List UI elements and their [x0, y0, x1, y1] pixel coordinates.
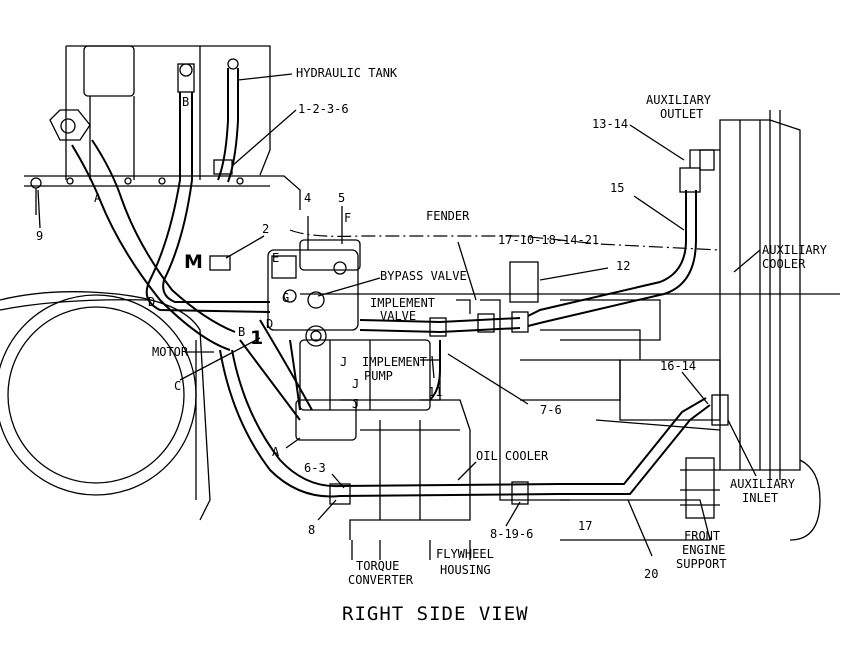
tag-e: E [272, 251, 279, 265]
label-flywheel-housing-2: HOUSING [440, 563, 491, 577]
tag-j-1: J [340, 355, 347, 369]
label-implement-pump-2: PUMP [364, 369, 393, 383]
label-ref-5: 5 [338, 191, 345, 205]
hydraulic-tank-shape [65, 45, 271, 180]
label-ref-12: 12 [616, 259, 630, 273]
label-ref-17: 17 [578, 519, 592, 533]
label-hydraulic-tank: HYDRAULIC TANK [296, 66, 398, 80]
tag-d-mid: D [266, 317, 273, 331]
tag-b-mid: B [238, 325, 245, 339]
label-ref-8: 8 [308, 523, 315, 537]
tag-1: 1 [250, 327, 263, 349]
label-ref-1-2-3-6: 1-2-3-6 [298, 102, 349, 116]
label-implement-pump-1: IMPLEMENT [362, 355, 427, 369]
bracket-2 [209, 255, 231, 271]
label-ref-9: 9 [36, 229, 43, 243]
label-bypass-valve: BYPASS VALVE [380, 269, 467, 283]
label-ref-4: 4 [304, 191, 311, 205]
label-ref-6-3: 6-3 [304, 461, 326, 475]
body-outline [300, 293, 840, 560]
hose-a [49, 109, 236, 351]
hose-15 [527, 149, 720, 327]
label-auxiliary-outlet-1: AUXILIARY [646, 93, 712, 107]
tag-b-top: B [182, 95, 189, 109]
label-ref-13-14: 13-14 [592, 117, 628, 131]
clip-1-2-3-6 [213, 159, 233, 175]
label-ref-2: 2 [262, 222, 269, 236]
frame-rail [24, 175, 301, 215]
tag-g: G [282, 291, 289, 305]
implement-valve-block [267, 239, 361, 347]
label-ref-7-6: 7-6 [540, 403, 562, 417]
fender-line [289, 229, 721, 251]
label-ref-c: C [174, 379, 181, 393]
hose-b [145, 63, 271, 313]
label-ref-f: F [344, 211, 351, 225]
label-oil-cooler: OIL COOLER [476, 449, 549, 463]
label-ref-11: 11 [428, 385, 442, 399]
motor-wheel [0, 291, 211, 521]
label-ref-17-10-18-14-21: 17-10-18-14-21 [498, 233, 599, 247]
label-ref-a-low: A [272, 445, 280, 459]
bracket-12 [509, 261, 539, 303]
tag-j-2: J [352, 377, 359, 391]
implement-pump-block [295, 339, 441, 441]
valve-to-pump-lines [359, 299, 529, 401]
label-auxiliary-inlet-2: INLET [742, 491, 778, 505]
label-flywheel-housing-1: FLYWHEEL [436, 547, 494, 561]
label-ref-m: M [184, 251, 203, 273]
lower-hose-8-20 [219, 349, 711, 505]
label-implement-valve-2: VALVE [380, 309, 416, 323]
diagram-title: RIGHT SIDE VIEW [342, 603, 529, 625]
label-front-engine-support-1: FRONT [684, 529, 720, 543]
label-front-engine-support-2: ENGINE [682, 543, 725, 557]
label-torque-converter-2: CONVERTER [348, 573, 414, 587]
label-ref-8-19-6: 8-19-6 [490, 527, 533, 541]
label-motor: MOTOR [152, 345, 189, 359]
label-ref-15: 15 [610, 181, 624, 195]
label-auxiliary-outlet-2: OUTLET [660, 107, 703, 121]
hose-c [217, 58, 239, 183]
auxiliary-cooler-shape [699, 110, 821, 541]
tag-a-hose: A [94, 191, 102, 205]
label-auxiliary-cooler-1: AUXILIARY [762, 243, 828, 257]
label-torque-converter-1: TORQUE [356, 559, 399, 573]
label-ref-20: 20 [644, 567, 658, 581]
motor-inner-hoses [239, 319, 313, 421]
tag-d-left: D [148, 295, 155, 309]
leader-lines [37, 73, 761, 557]
label-implement-valve-1: IMPLEMENT [370, 296, 435, 310]
label-front-engine-support-3: SUPPORT [676, 557, 727, 571]
tag-j-3: J [352, 397, 359, 411]
label-auxiliary-cooler-2: COOLER [762, 257, 806, 271]
label-auxiliary-inlet-1: AUXILIARY [730, 477, 796, 491]
front-engine-support-shape [680, 457, 720, 519]
label-fender: FENDER [426, 209, 470, 223]
label-ref-16-14: 16-14 [660, 359, 696, 373]
